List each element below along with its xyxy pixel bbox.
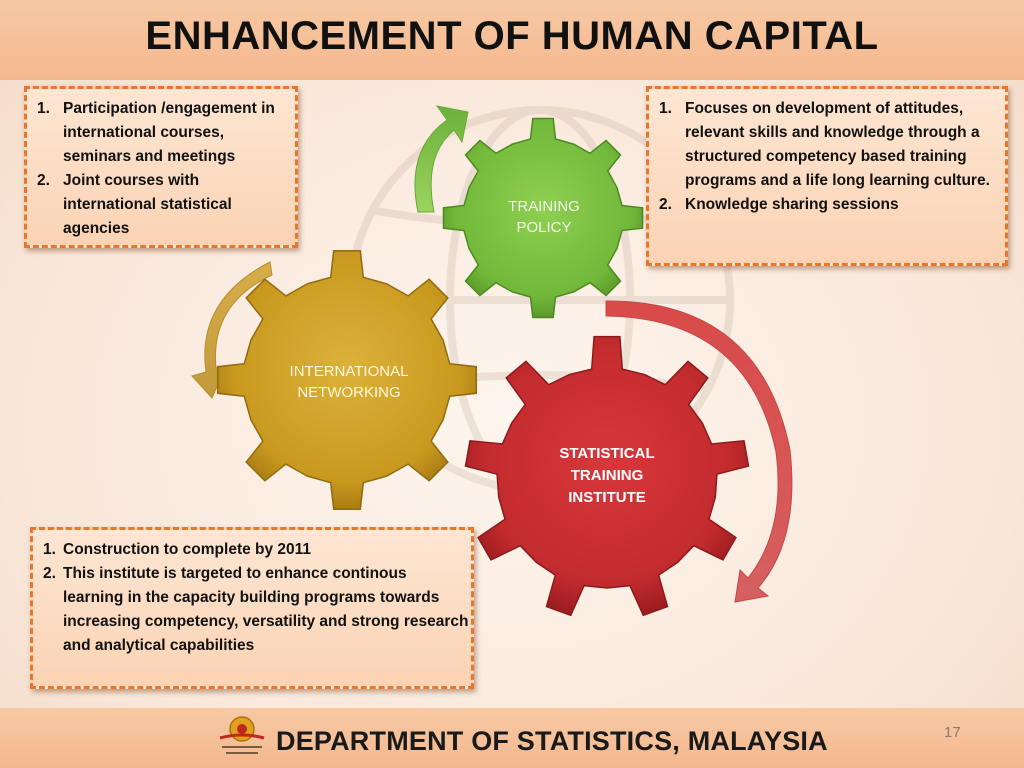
- list-item-number: 1.: [659, 100, 672, 117]
- gear-label-statistical-training-institute: STATISTICAL TRAINING INSTITUTE: [537, 443, 677, 509]
- gear-label-line: POLICY: [516, 219, 572, 236]
- list-item-number: 2.: [37, 172, 50, 189]
- list-item: 2. Knowledge sharing sessions: [659, 193, 1005, 217]
- slide-title: ENHANCEMENT OF HUMAN CAPITAL: [145, 14, 879, 58]
- list-item-text: Joint courses with international statist…: [63, 172, 232, 237]
- institute-notes-list: 1. Construction to complete by 2011 2. This…: [43, 538, 471, 658]
- department-logo-icon: [219, 716, 265, 754]
- gear-international-networking-icon: [216, 249, 478, 511]
- gear-label-international-networking: INTERNATIONAL NETWORKING: [264, 361, 434, 403]
- networking-notes-list: 1. Participation /engagement in internati…: [37, 97, 295, 241]
- list-item-number: 2.: [43, 565, 56, 582]
- policy-notes-list: 1. Focuses on development of attitudes, r…: [659, 97, 1005, 217]
- list-item-text: Participation /engagement in internation…: [63, 100, 275, 165]
- list-item-text: Construction to complete by 2011: [63, 541, 312, 558]
- cycle-arrow-red-icon: [605, 300, 793, 603]
- gear-label-line: STATISTICAL: [559, 445, 655, 462]
- networking-notes-box: 1. Participation /engagement in internati…: [24, 86, 298, 248]
- policy-notes-box: 1. Focuses on development of attitudes, r…: [646, 86, 1008, 266]
- list-item: 2. Joint courses with international stati…: [37, 169, 295, 241]
- list-item-text: Knowledge sharing sessions: [685, 196, 899, 213]
- gear-label-line: TRAINING: [508, 198, 580, 215]
- list-item-number: 1.: [43, 541, 56, 558]
- gear-statistical-training-institute-icon: [464, 335, 750, 617]
- list-item: 1. Construction to complete by 2011: [43, 538, 471, 562]
- gear-label-training-policy: TRAINING POLICY: [484, 196, 604, 238]
- list-item: 1. Focuses on development of attitudes, r…: [659, 97, 1005, 193]
- list-item-text: This institute is targeted to enhance co…: [63, 565, 469, 654]
- gear-label-line: INTERNATIONAL: [289, 363, 409, 380]
- list-item: 2. This institute is targeted to enhance …: [43, 562, 471, 658]
- header-band: [0, 0, 1024, 80]
- list-item: 1. Participation /engagement in internati…: [37, 97, 295, 169]
- list-item-number: 1.: [37, 100, 50, 117]
- gear-label-line: TRAINING: [570, 467, 644, 484]
- list-item-number: 2.: [659, 196, 672, 213]
- gear-label-line: INSTITUTE: [568, 489, 646, 506]
- gear-training-policy-icon: [442, 117, 644, 319]
- page-number: 17: [944, 724, 961, 741]
- list-item-text: Focuses on development of attitudes, rel…: [685, 100, 990, 189]
- cycle-arrow-gold-icon: [191, 261, 273, 399]
- gear-label-line: NETWORKING: [297, 384, 401, 401]
- footer-band: [0, 708, 1024, 768]
- footer-department-name: DEPARTMENT OF STATISTICS, MALAYSIA: [276, 726, 828, 756]
- cycle-arrow-green-icon: [414, 105, 469, 213]
- institute-notes-box: 1. Construction to complete by 2011 2. This…: [30, 527, 474, 689]
